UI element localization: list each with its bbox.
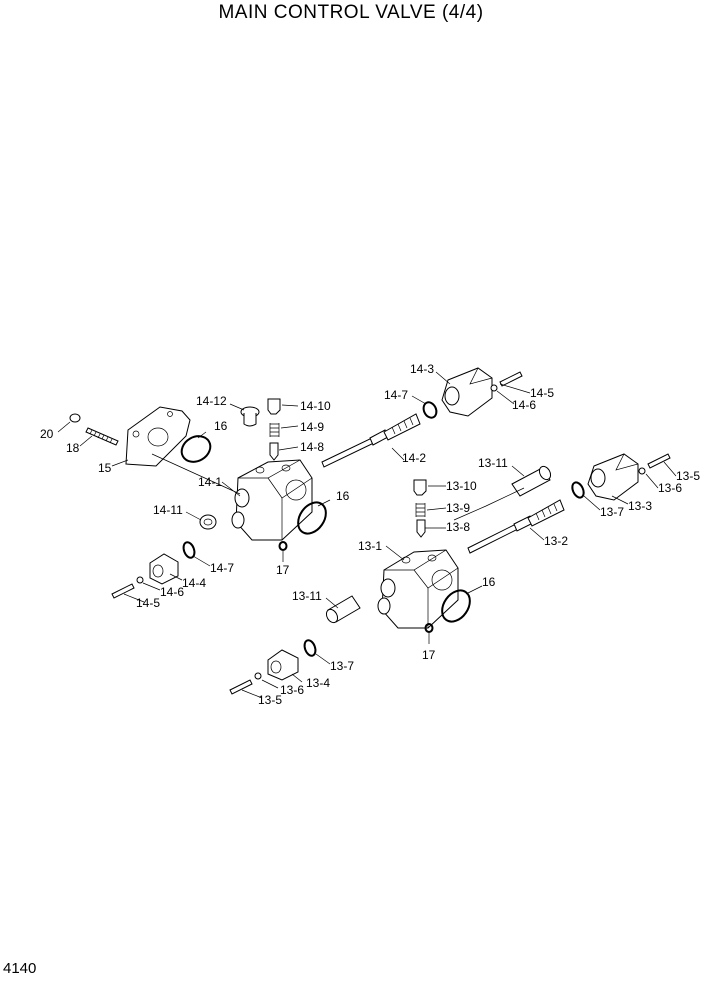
o-ring-13-7-lower xyxy=(303,639,317,657)
label-16-upper-right: 16 xyxy=(336,489,350,503)
bolt-14-5-upper xyxy=(499,371,523,387)
o-ring-13-7-upper xyxy=(571,481,585,499)
label-13-1: 13-1 xyxy=(358,539,382,553)
label-13-6-upper: 13-6 xyxy=(658,481,682,495)
label-14-4: 14-4 xyxy=(182,576,206,590)
poppet-14-8 xyxy=(269,442,279,461)
label-13-3: 13-3 xyxy=(628,499,652,513)
label-15: 15 xyxy=(98,461,112,475)
label-14-7-lower: 14-7 xyxy=(210,561,234,575)
leader-lines-lower xyxy=(241,461,677,699)
label-14-3: 14-3 xyxy=(410,362,434,376)
spool-13-2 xyxy=(467,499,565,554)
o-ring-14-7-upper xyxy=(422,401,438,419)
label-14-6-upper: 14-6 xyxy=(512,398,536,412)
poppet-13-8 xyxy=(416,519,426,538)
bolt-14-5-lower xyxy=(111,583,135,599)
label-17-lower: 17 xyxy=(422,648,436,662)
label-14-6-lower: 14-6 xyxy=(160,585,184,599)
label-14-8: 14-8 xyxy=(300,440,324,454)
label-14-2: 14-2 xyxy=(402,451,426,465)
cap-13-4 xyxy=(267,649,299,681)
cover-plate-15 xyxy=(125,406,191,467)
label-13-5-lower: 13-5 xyxy=(258,693,282,707)
label-14-11: 14-11 xyxy=(153,503,183,517)
label-13-5-upper: 13-5 xyxy=(676,469,700,483)
label-13-10: 13-10 xyxy=(446,479,477,493)
label-13-4: 13-4 xyxy=(306,676,330,690)
label-14-10: 14-10 xyxy=(300,399,331,413)
cap-14-3 xyxy=(441,367,493,417)
spool-14-2 xyxy=(321,413,421,468)
leader-lines-upper xyxy=(57,371,531,603)
label-13-6-lower: 13-6 xyxy=(280,683,304,697)
cap-14-4 xyxy=(149,553,179,585)
bolt-13-5-upper xyxy=(647,453,671,469)
plug-13-10 xyxy=(413,479,427,496)
label-14-1: 14-1 xyxy=(198,475,222,489)
label-17-upper: 17 xyxy=(276,563,290,577)
washer-14-6-lower xyxy=(136,576,144,584)
label-13-9: 13-9 xyxy=(446,501,470,515)
spring-13-9 xyxy=(415,503,426,517)
plug-14-10 xyxy=(267,398,281,415)
o-ring-17-upper xyxy=(278,541,288,551)
valve-body-13-1 xyxy=(377,549,459,629)
label-14-5-lower: 14-5 xyxy=(136,596,160,610)
label-16-lower: 16 xyxy=(482,575,496,589)
label-14-7-upper: 14-7 xyxy=(384,388,408,402)
page-number: 4140 xyxy=(3,960,37,977)
washer-14-6-upper xyxy=(490,384,498,392)
plug-13-11-upper xyxy=(511,465,552,497)
label-14-12: 14-12 xyxy=(196,394,227,408)
o-ring-16-lower xyxy=(441,589,471,623)
label-16-upper-left: 16 xyxy=(214,419,228,433)
label-18: 18 xyxy=(66,441,80,455)
label-20: 20 xyxy=(40,427,54,441)
bolt-13-5-lower xyxy=(229,679,253,695)
label-14-9: 14-9 xyxy=(300,420,324,434)
label-13-7-upper: 13-7 xyxy=(600,505,624,519)
spring-14-9 xyxy=(269,423,280,437)
washer-20 xyxy=(69,413,81,423)
plug-13-11-lower xyxy=(325,595,361,624)
label-13-2: 13-2 xyxy=(544,534,568,548)
label-13-8: 13-8 xyxy=(446,520,470,534)
washer-13-6-upper xyxy=(638,467,646,475)
plug-14-12 xyxy=(240,406,260,427)
plug-14-11 xyxy=(199,514,217,530)
label-13-7-lower: 13-7 xyxy=(330,659,354,673)
cap-13-3 xyxy=(587,453,639,501)
label-14-5-upper: 14-5 xyxy=(530,386,554,400)
page-title: MAIN CONTROL VALVE (4/4) xyxy=(218,2,484,23)
label-13-11-lower: 13-11 xyxy=(292,589,322,603)
o-ring-14-7-lower xyxy=(182,541,196,559)
washer-13-6-lower xyxy=(254,672,262,680)
label-13-11-upper: 13-11 xyxy=(478,456,508,470)
bolt-18 xyxy=(85,427,119,446)
o-ring-16-upper-left xyxy=(180,435,212,463)
